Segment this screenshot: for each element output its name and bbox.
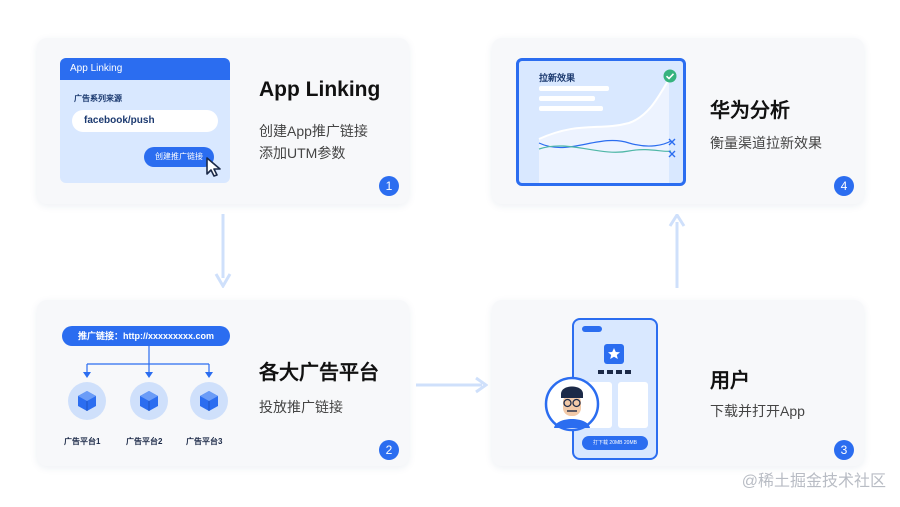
platform-label-1: 广告平台1 xyxy=(64,437,101,446)
platform-label-2: 广告平台2 xyxy=(126,437,163,446)
platform-3-badge xyxy=(190,382,228,420)
phone-dots xyxy=(598,370,632,374)
avatar-icon xyxy=(544,376,600,432)
card2-desc: 投放推广链接 xyxy=(259,399,343,415)
step-badge-2: 2 xyxy=(379,440,399,460)
distribution-lines xyxy=(83,346,213,378)
source-input: facebook/push xyxy=(72,110,218,132)
phone-card-2 xyxy=(618,382,648,428)
card3-title: 用户 xyxy=(710,370,750,392)
card-app-linking: App Linking 广告系列来源 facebook/push 创建推广链接 … xyxy=(37,38,409,204)
app-linking-mockup: App Linking 广告系列来源 facebook/push 创建推广链接 xyxy=(60,58,230,183)
card1-title: App Linking xyxy=(259,78,381,101)
watermark: @稀土掘金技术社区 xyxy=(741,473,886,490)
card-huawei-analytics: 拉新效果 华为分析 衡量渠道拉新效果 4 xyxy=(492,38,864,204)
star-icon xyxy=(604,344,624,364)
arrow-up xyxy=(668,214,686,288)
arrow-down xyxy=(214,214,232,288)
card4-desc: 衡量渠道拉新效果 xyxy=(710,135,822,151)
mockup-header: App Linking xyxy=(60,58,230,80)
growth-chart xyxy=(538,78,672,183)
chart-title: 拉新效果 xyxy=(539,73,576,83)
platform-label-3: 广告平台3 xyxy=(186,437,223,446)
cube-icon xyxy=(200,391,218,411)
cursor-icon xyxy=(206,157,221,177)
growth-chart-mockup: 拉新效果 xyxy=(516,58,686,186)
check-icon xyxy=(663,69,677,83)
card-ad-platforms: 推广链接：http://xxxxxxxxx.com xyxy=(37,300,409,466)
card2-title: 各大广告平台 xyxy=(259,362,379,384)
arrow-right xyxy=(416,376,488,394)
card-user: 打下载 20MB 20MB 用户 下载并打开App 3 xyxy=(492,300,864,466)
promo-link-pill: 推广链接：http://xxxxxxxxx.com xyxy=(62,326,230,346)
card4-title: 华为分析 xyxy=(710,100,790,122)
cube-icon xyxy=(78,391,96,411)
card1-desc-line2: 添加UTM参数 xyxy=(259,145,346,161)
platform-1-badge xyxy=(68,382,106,420)
create-link-button: 创建推广链接 xyxy=(144,147,214,167)
phone-download-bar: 打下载 20MB 20MB xyxy=(582,436,648,450)
step-badge-3: 3 xyxy=(834,440,854,460)
platform-2-badge xyxy=(130,382,168,420)
step-badge-1: 1 xyxy=(379,176,399,196)
card1-desc-line1: 创建App推广链接 xyxy=(259,123,368,139)
card3-desc: 下载并打开App xyxy=(710,403,805,419)
source-label: 广告系列来源 xyxy=(74,94,122,103)
close-icon xyxy=(668,138,676,158)
step-badge-4: 4 xyxy=(834,176,854,196)
phone-top-bar xyxy=(582,326,602,332)
cube-icon xyxy=(140,391,158,411)
